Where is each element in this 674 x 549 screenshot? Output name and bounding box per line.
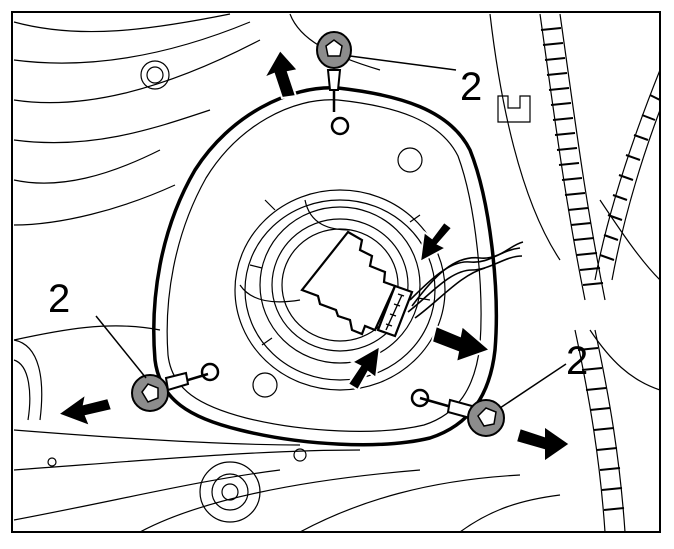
arrow-connector-press-bottom-icon	[346, 344, 382, 392]
arrow-left-icon	[55, 391, 114, 428]
callout-leaders	[95, 55, 567, 409]
screw-top-icon	[316, 31, 352, 112]
callout-screw-top: 2	[460, 65, 482, 109]
mounting-hole-left	[200, 362, 220, 382]
callout-screw-right: 2	[566, 339, 588, 383]
arrow-connector-press-top-icon	[418, 220, 454, 264]
wiring-connector	[300, 230, 414, 338]
door-panel-background	[13, 13, 660, 532]
twisted-wires	[407, 241, 524, 319]
screw-left-icon	[131, 371, 209, 412]
hatched-strip-left	[539, 13, 606, 301]
screw-right-icon	[419, 396, 505, 437]
mounting-hole-top	[330, 116, 350, 136]
speaker-housing	[152, 86, 498, 447]
arrow-pull-connector-icon	[430, 324, 492, 364]
hatched-strip-bottom-right	[574, 329, 626, 532]
arrow-right-down-icon	[514, 424, 572, 464]
callout-screw-left: 2	[48, 277, 70, 321]
arrow-up-icon	[261, 48, 300, 100]
hatched-strip-right	[594, 69, 660, 281]
mounting-hole-right	[410, 388, 430, 408]
